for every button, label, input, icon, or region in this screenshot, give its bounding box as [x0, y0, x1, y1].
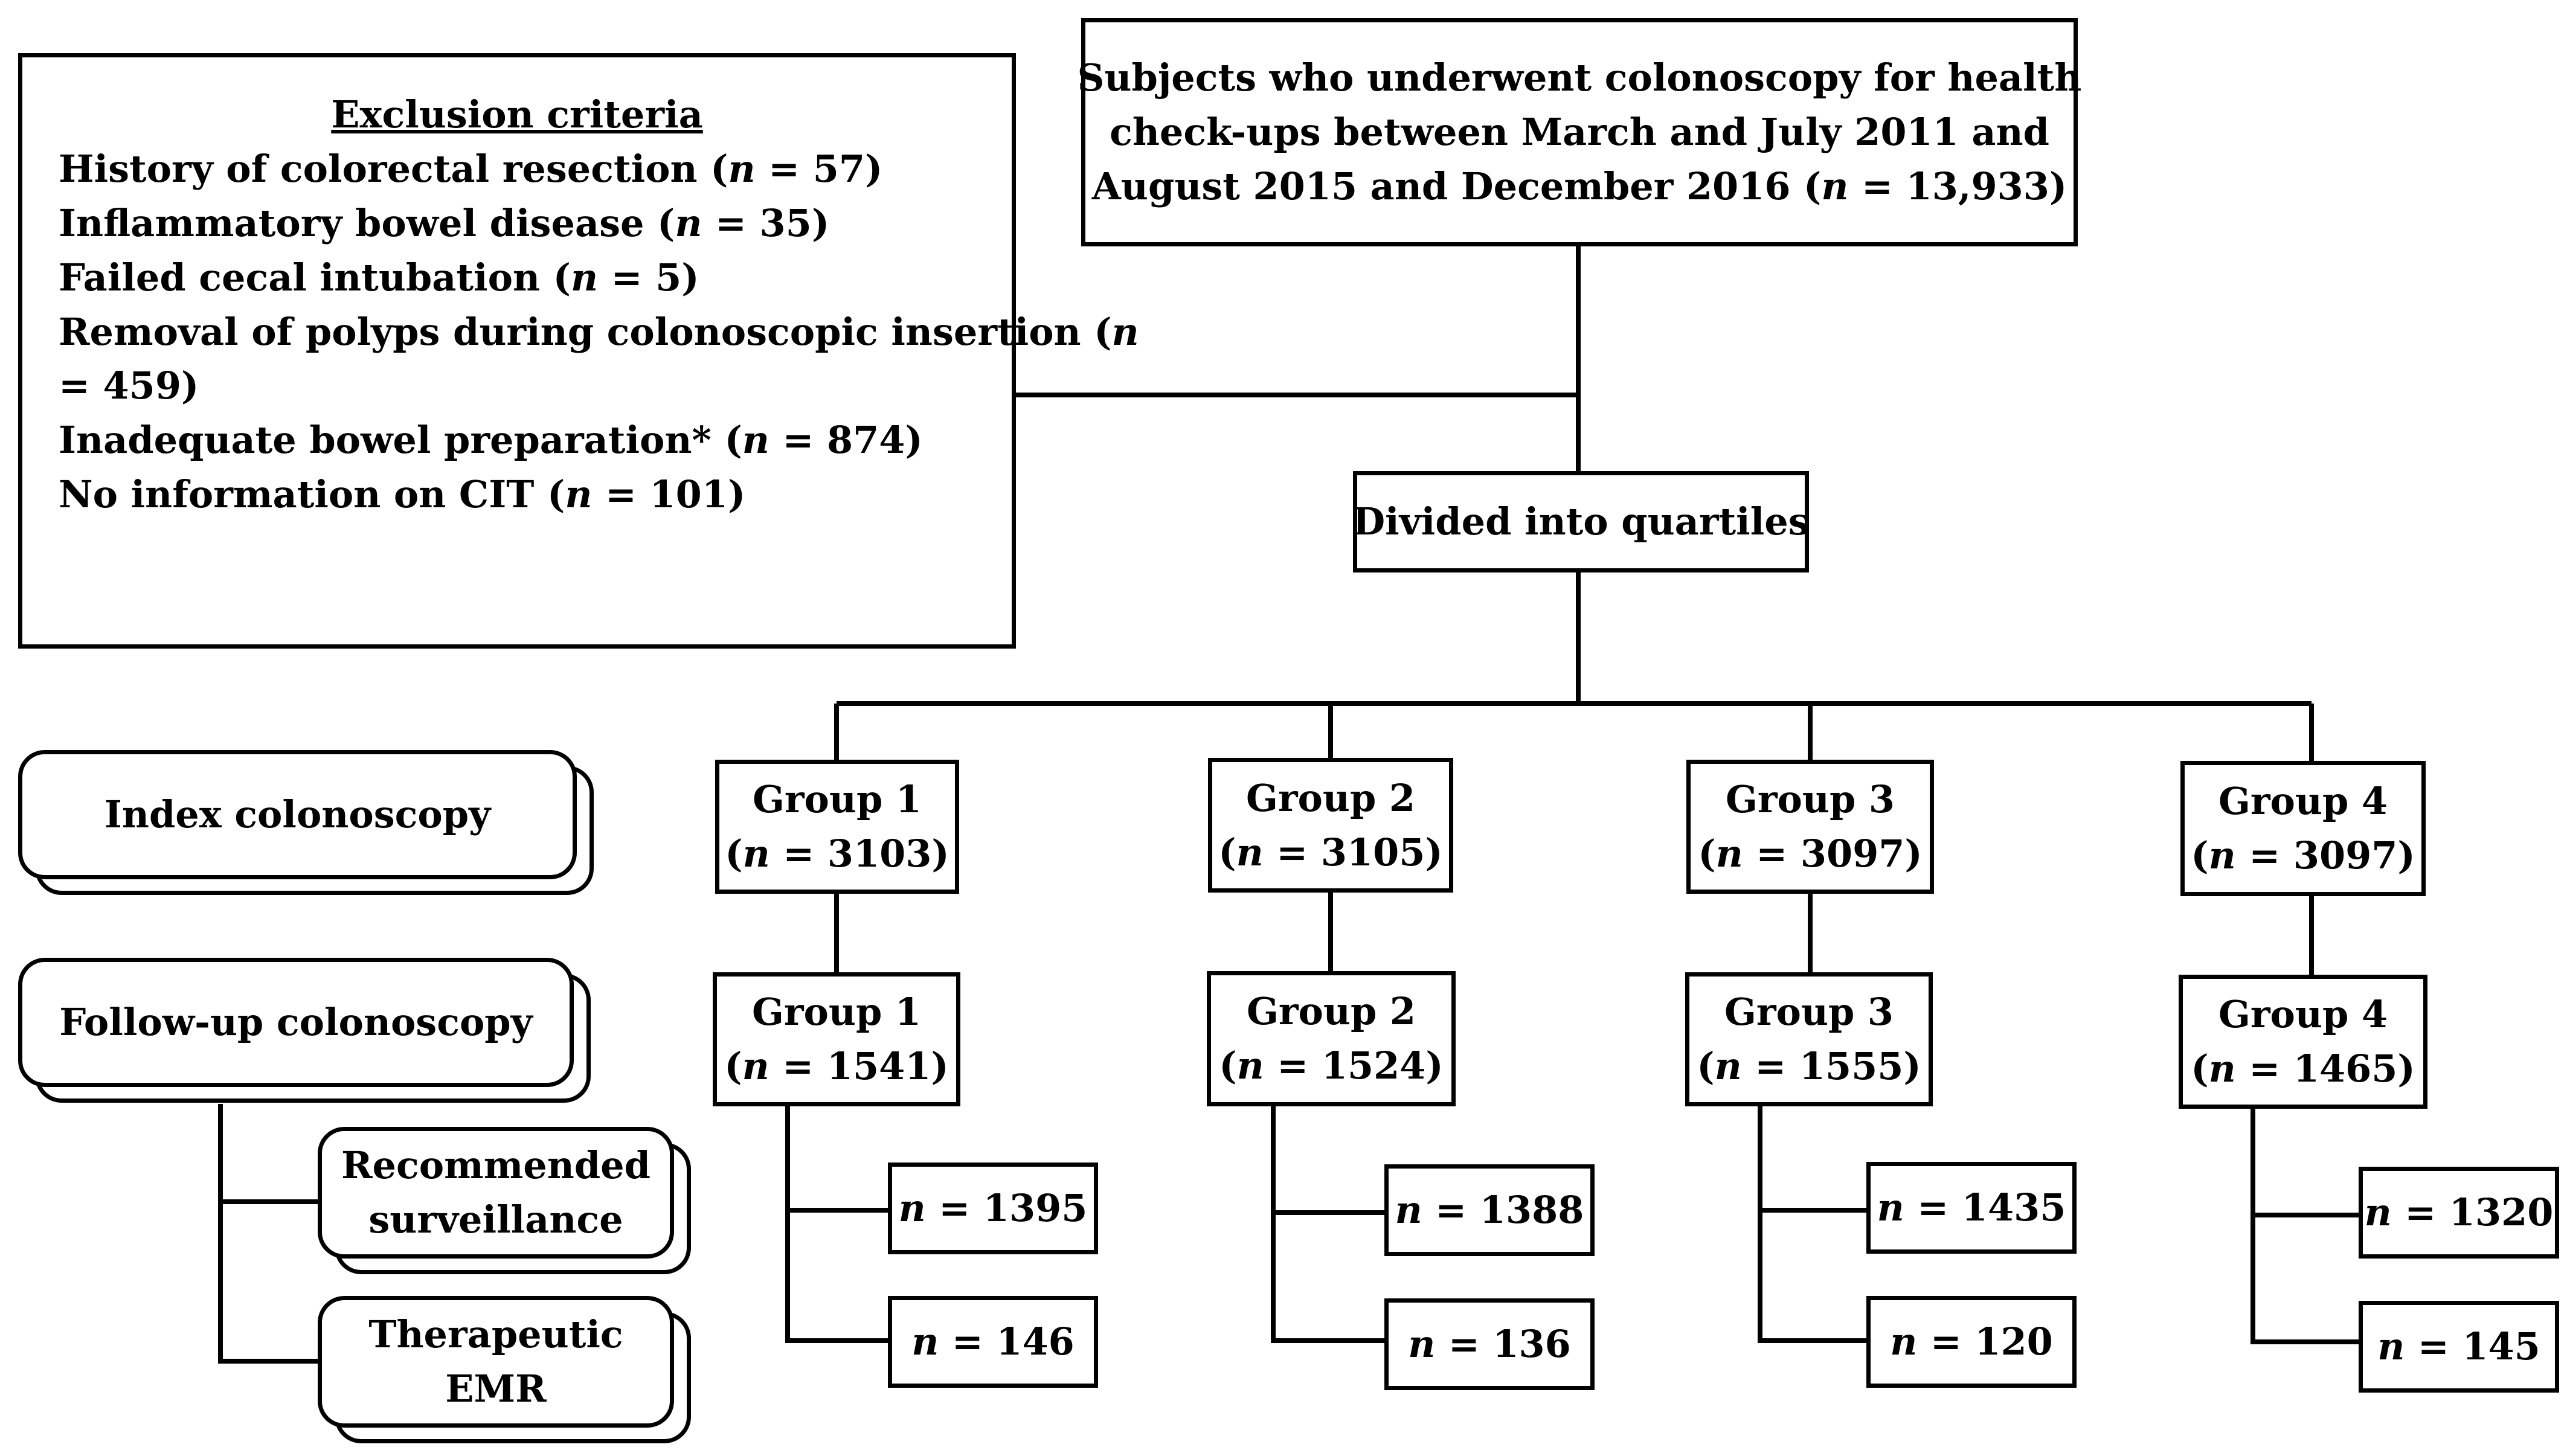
legend-surveillance-box: Recommended surveillance: [318, 1127, 674, 1259]
group-2-emr-box: n = 136: [1384, 1298, 1595, 1390]
connector-g2-branches: [1271, 1106, 1387, 1343]
group-3-emr-box: n = 120: [1866, 1296, 2077, 1388]
group-count: (n = 1541): [724, 1044, 949, 1088]
group-label: Group 4: [2218, 992, 2388, 1037]
emr-count: n = 120: [1890, 1320, 2053, 1364]
surveillance-count: n = 1320: [2364, 1190, 2554, 1235]
emr-count: n = 136: [1408, 1322, 1571, 1367]
legend-emr-line-1: Therapeutic: [368, 1312, 623, 1357]
group-3-index-box: Group 3 (n = 3097): [1686, 760, 1934, 894]
legend-surveillance-line-1: Recommended: [341, 1143, 651, 1188]
group-count: (n = 3105): [1218, 830, 1443, 874]
legend-emr-box: Therapeutic EMR: [318, 1296, 674, 1428]
group-2-index-box: Group 2 (n = 3105): [1208, 758, 1453, 893]
group-2-followup-box: Group 2 (n = 1524): [1207, 971, 1456, 1106]
group-1-surveillance-box: n = 1395: [888, 1163, 1098, 1254]
group-count: (n = 3103): [725, 832, 949, 876]
start-line-2: check-ups between March and July 2011 an…: [1110, 110, 2049, 155]
group-4-surveillance-box: n = 1320: [2359, 1167, 2559, 1259]
start-line-3: August 2015 and December 2016 (n = 13,93…: [1091, 164, 2067, 208]
group-count: (n = 1524): [1219, 1044, 1444, 1088]
group-count: (n = 3097): [1698, 832, 1923, 876]
connector-g3-branches: [1758, 1106, 1869, 1343]
group-label: Group 3: [1724, 990, 1894, 1034]
exclusion-item: Failed cecal intubation (n = 5): [59, 255, 699, 300]
exclusion-title: Exclusion criteria: [331, 92, 703, 136]
legend-followup-box: Follow-up colonoscopy: [18, 958, 574, 1087]
group-label: Group 1: [752, 777, 922, 822]
legend-emr-line-2: EMR: [445, 1367, 547, 1411]
group-label: Group 1: [751, 990, 922, 1034]
group-label: Group 4: [2218, 779, 2388, 824]
group-4-followup-box: Group 4 (n = 1465): [2179, 975, 2427, 1109]
connector-g1-branches: [785, 1106, 890, 1343]
start-box: Subjects who underwent colonoscopy for h…: [1078, 18, 2081, 246]
legend-index-box: Index colonoscopy: [18, 750, 577, 879]
exclusion-item-continued: = 459): [59, 364, 199, 408]
exclusion-item: No information on CIT (n = 101): [59, 472, 746, 517]
surveillance-count: n = 1435: [1877, 1185, 2066, 1230]
group-label: Group 2: [1246, 989, 1416, 1034]
group-1-followup-box: Group 1 (n = 1541): [713, 972, 960, 1106]
start-line-1: Subjects who underwent colonoscopy for h…: [1077, 56, 2082, 100]
surveillance-count: n = 1395: [898, 1186, 1088, 1231]
emr-count: n = 146: [911, 1320, 1075, 1364]
connector-legend-branches: [218, 1104, 319, 1364]
group-3-surveillance-box: n = 1435: [1866, 1162, 2077, 1254]
surveillance-count: n = 1388: [1395, 1188, 1584, 1233]
legend-followup-label: Follow-up colonoscopy: [59, 1000, 533, 1045]
quartiles-box: Divided into quartiles: [1352, 471, 1810, 572]
exclusion-item: History of colorectal resection (n = 57): [59, 146, 883, 191]
group-count: (n = 1465): [2191, 1047, 2415, 1091]
group-count: (n = 1555): [1697, 1044, 1921, 1088]
exclusion-item: Inadequate bowel preparation* (n = 874): [59, 418, 923, 463]
emr-count: n = 145: [2377, 1324, 2540, 1369]
legend-surveillance-line-2: surveillance: [368, 1198, 623, 1242]
group-2-surveillance-box: n = 1388: [1384, 1164, 1595, 1256]
group-label: Group 2: [1245, 775, 1416, 820]
group-label: Group 3: [1725, 777, 1895, 822]
group-1-index-box: Group 1 (n = 3103): [715, 760, 959, 894]
exclusion-criteria-box: Exclusion criteria History of colorectal…: [18, 53, 1139, 649]
quartiles-label: Divided into quartiles: [1352, 499, 1810, 544]
exclusion-item: Removal of polyps during colonoscopic in…: [59, 309, 1139, 354]
group-count: (n = 3097): [2191, 833, 2415, 877]
exclusion-item: Inflammatory bowel disease (n = 35): [59, 200, 830, 245]
group-4-index-box: Group 4 (n = 3097): [2180, 761, 2426, 896]
legend-index-label: Index colonoscopy: [104, 792, 491, 837]
group-3-followup-box: Group 3 (n = 1555): [1685, 972, 1933, 1106]
group-4-emr-box: n = 145: [2359, 1301, 2559, 1393]
group-1-emr-box: n = 146: [888, 1296, 1098, 1388]
connector-g4-branches: [2251, 1109, 2361, 1344]
